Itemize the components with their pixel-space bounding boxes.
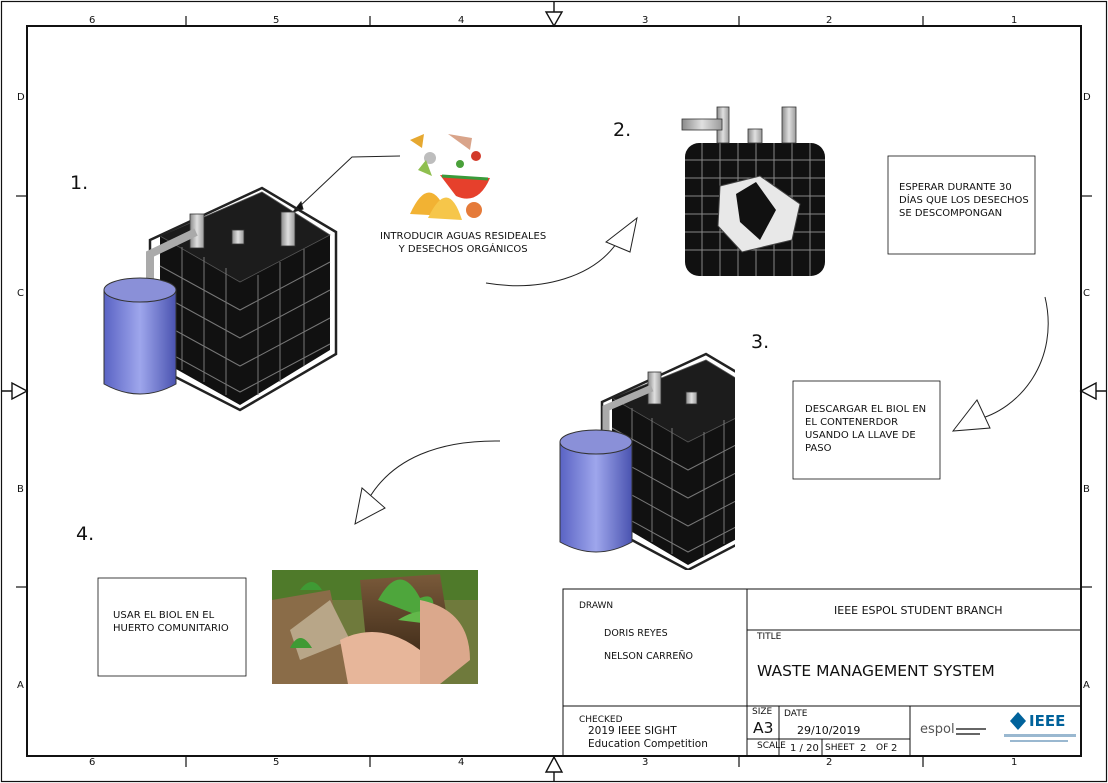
col-label-bottom: 5 (273, 757, 279, 768)
drawn-label: DRAWN (579, 601, 613, 611)
col-label-bottom: 6 (89, 757, 95, 768)
col-label-bottom: 2 (826, 757, 832, 768)
drawing-title: WASTE MANAGEMENT SYSTEM (757, 662, 995, 680)
checked-text: 2019 IEEE SIGHT Education Competition (588, 725, 708, 751)
container-lid (104, 278, 176, 302)
step-number-1: 1. (70, 172, 88, 194)
col-label-top: 6 (89, 15, 95, 26)
center-valve (232, 230, 244, 244)
sheet-number: 2 (860, 743, 866, 754)
row-label-left: C (17, 288, 24, 299)
row-label-left: B (17, 484, 24, 495)
pipe-right (782, 107, 796, 143)
organic-waste-illustration (410, 134, 490, 220)
ieee-logo-text: IEEE (1029, 712, 1065, 730)
col-label-top: 3 (642, 15, 648, 26)
step-number-3: 3. (751, 331, 769, 353)
sheet-label: SHEET (825, 743, 854, 753)
col-label-bottom: 4 (458, 757, 464, 768)
arrow-step2-to-step3 (975, 297, 1048, 420)
pipe-elbow (682, 119, 722, 130)
col-label-top: 4 (458, 15, 464, 26)
row-label-left: A (17, 680, 24, 691)
of-number: 2 (891, 743, 897, 754)
arrow-head-3 (355, 488, 385, 524)
scale-label: SCALE (757, 741, 786, 751)
row-label-right: C (1083, 288, 1090, 299)
note-step4: USAR EL BIOL EN EL HUERTO COMUNITARIO (113, 609, 229, 635)
pipe-mid (748, 129, 762, 143)
paper-size: A3 (753, 719, 773, 737)
arrow-head-2 (953, 400, 990, 431)
note-step3: DESCARGAR EL BIOL EN EL CONTENERDOR USAN… (805, 403, 926, 455)
date-label: DATE (784, 709, 807, 719)
title-label: TITLE (757, 632, 781, 642)
drawing-date: 29/10/2019 (797, 724, 860, 737)
arrow-step3-to-step4 (368, 441, 500, 500)
step2-tank-section-illustration (682, 107, 825, 276)
of-label: OF (876, 743, 888, 753)
organization-name: IEEE ESPOL STUDENT BRANCH (834, 604, 1003, 617)
drawn-by-2: NELSON CARREÑO (604, 651, 693, 662)
inlet-pipe-b (281, 212, 295, 246)
drawn-by-1: DORIS REYES (604, 628, 668, 639)
step1-tank-illustration (104, 188, 336, 410)
col-label-top: 1 (1011, 15, 1017, 26)
garden-photo (272, 570, 478, 684)
col-label-top: 5 (273, 15, 279, 26)
arrow-head-1 (606, 218, 637, 252)
leader-line (298, 156, 400, 208)
row-label-left: D (17, 92, 25, 103)
espol-logo (956, 728, 986, 735)
col-label-bottom: 3 (642, 757, 648, 768)
col-label-top: 2 (826, 15, 832, 26)
checked-label: CHECKED (579, 715, 623, 725)
scale-value: 1 / 20 (790, 743, 819, 754)
row-label-right: A (1083, 680, 1090, 691)
note-step2: ESPERAR DURANTE 30 DÍAS QUE LOS DESECHOS… (899, 181, 1029, 220)
row-label-right: D (1083, 92, 1091, 103)
espol-logo-text: espol (920, 722, 955, 737)
zone-ticks (16, 16, 1092, 767)
col-label-bottom: 1 (1011, 757, 1017, 768)
size-label: SIZE (752, 707, 772, 717)
callout-input-waste: INTRODUCIR AGUAS RESIDEALES Y DESECHOS O… (380, 230, 546, 256)
step-number-4: 4. (76, 523, 94, 545)
row-label-right: B (1083, 484, 1090, 495)
inner-frame (27, 26, 1081, 756)
step-number-2: 2. (613, 119, 631, 141)
step3-tank-illustration (560, 354, 780, 570)
